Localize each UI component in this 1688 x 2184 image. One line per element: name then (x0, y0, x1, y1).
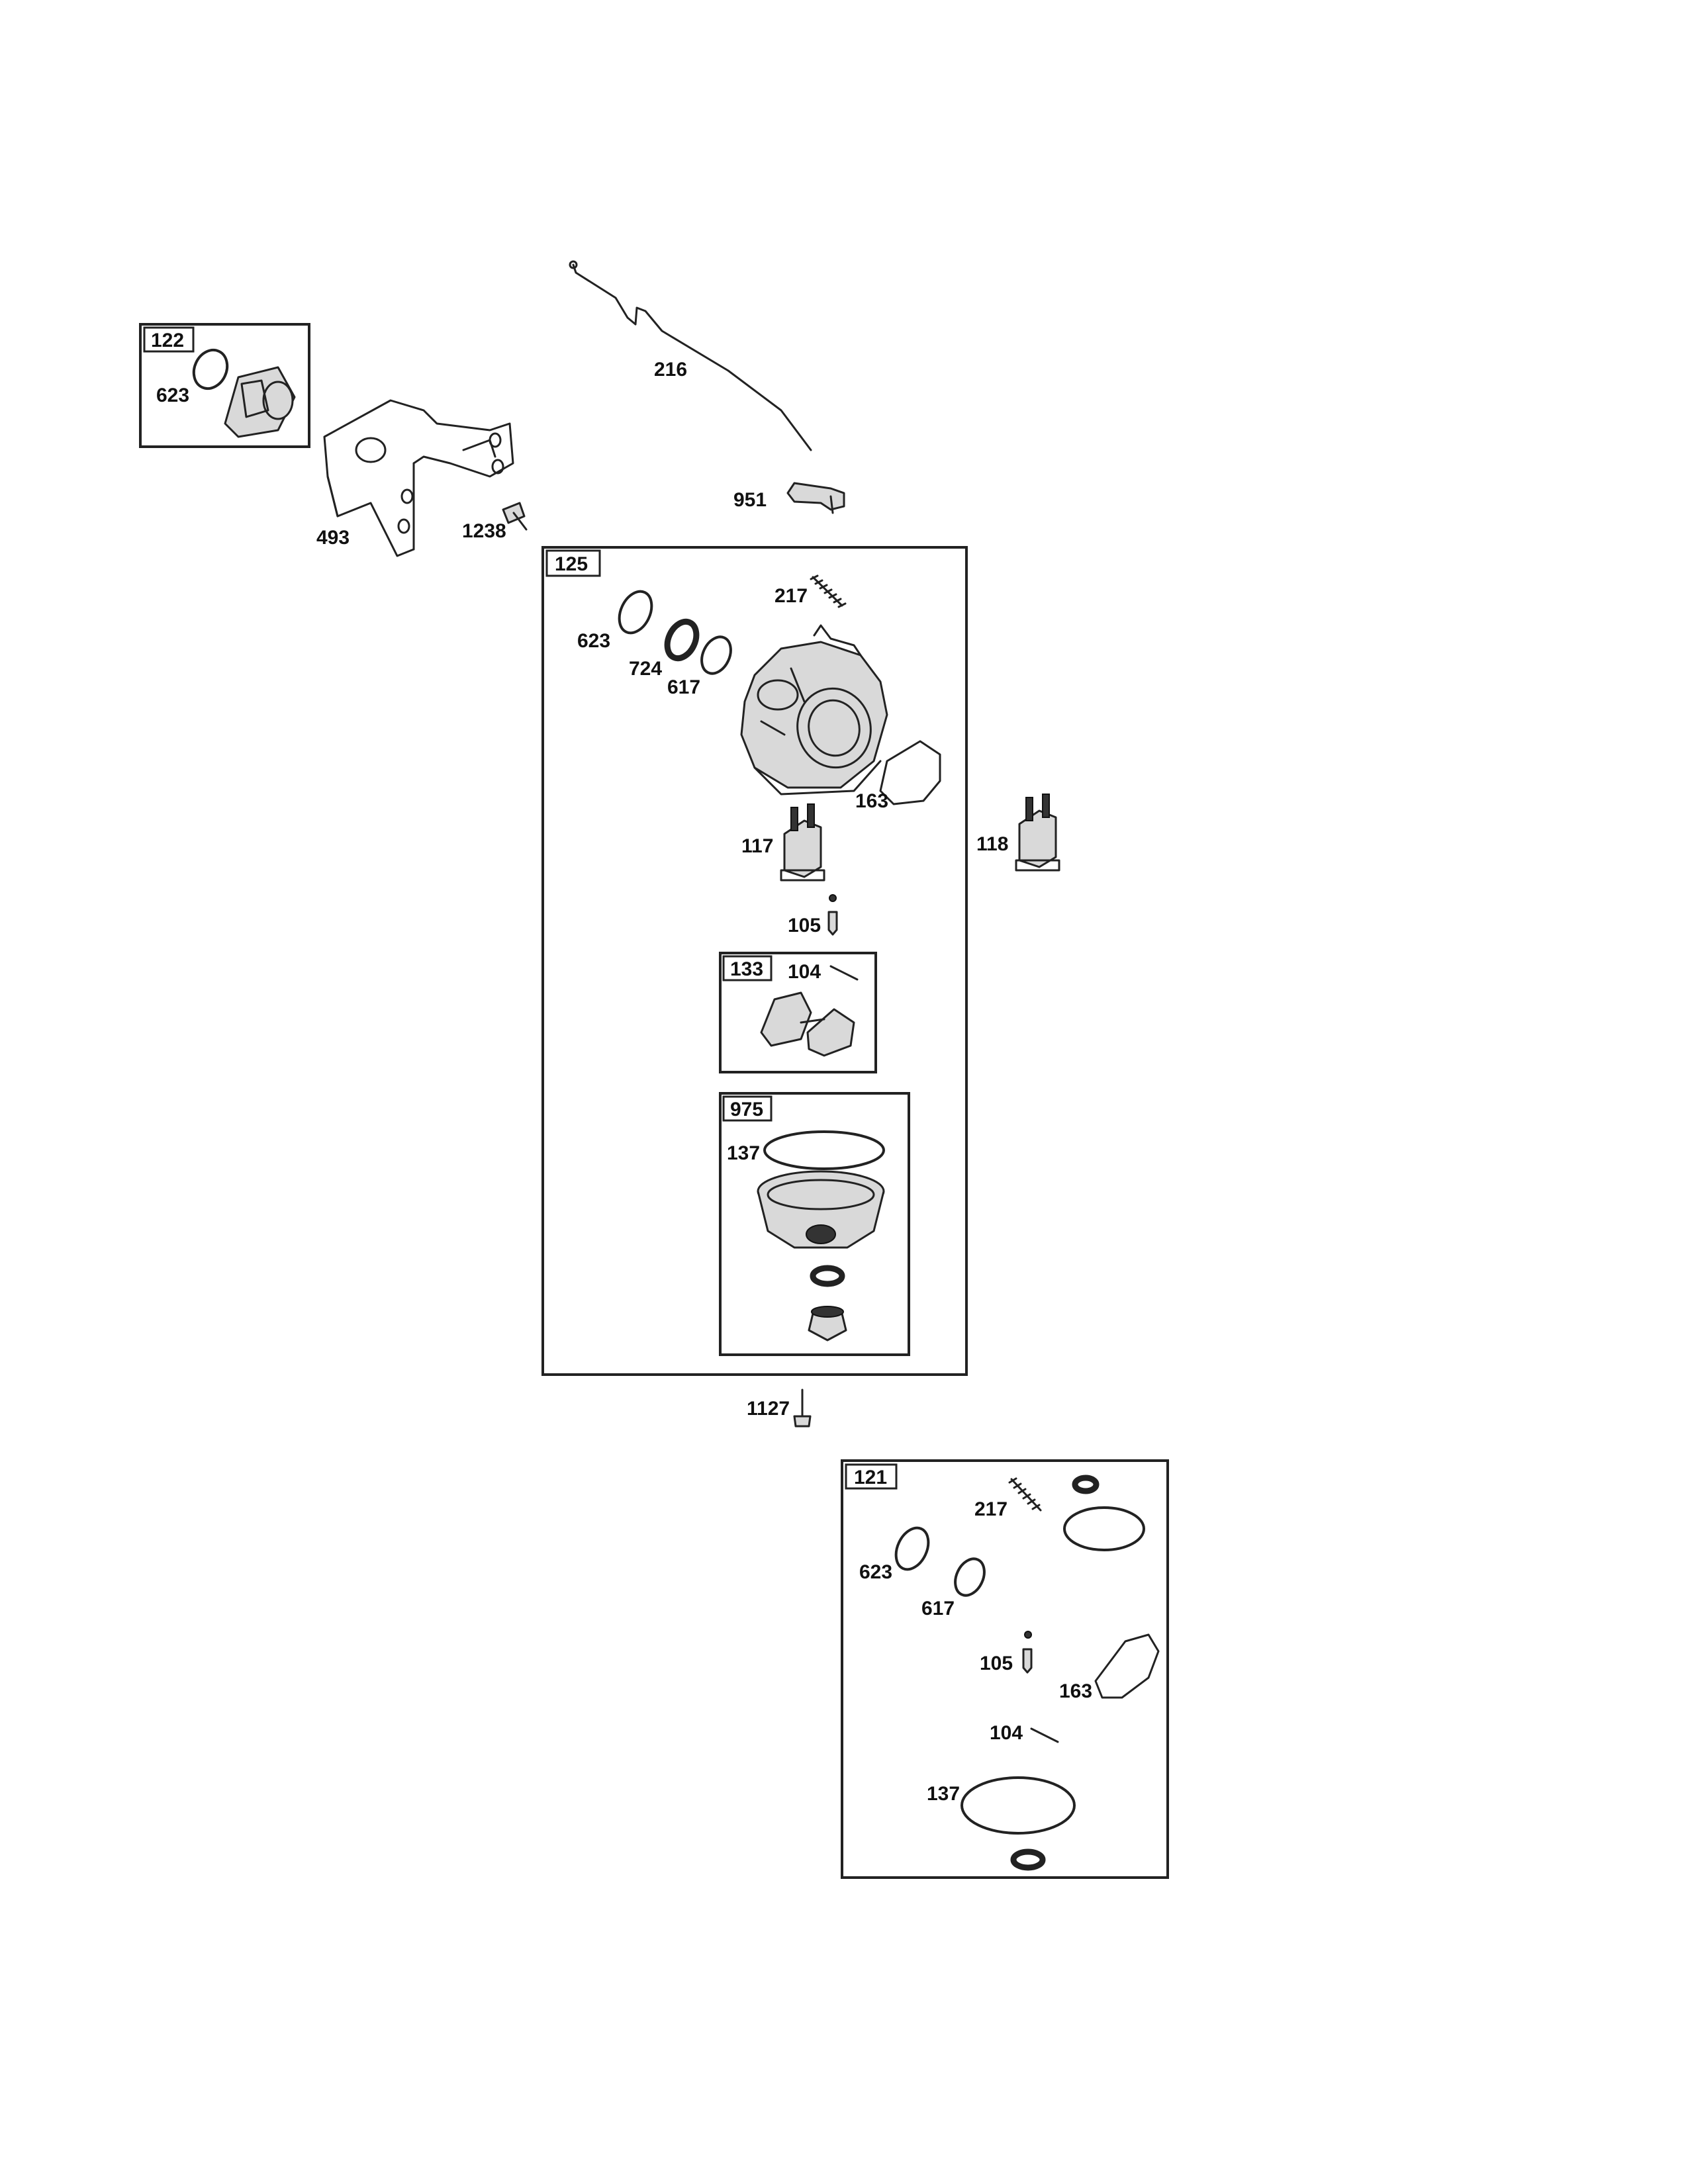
callout-118: 118 (976, 833, 1008, 855)
callout-623-top: 623 (156, 385, 189, 406)
box-label-133: 133 (730, 958, 763, 980)
screw-1238-part (502, 502, 528, 531)
box-label-121: 121 (854, 1467, 887, 1488)
float-part (760, 991, 855, 1057)
callout-117: 117 (741, 835, 773, 857)
ring-617-part (700, 635, 732, 675)
assembly-box-125: 125 217 623 724 617 163 (541, 546, 968, 1376)
ring-623-kit-part (894, 1526, 930, 1571)
pin-104-kit-part (1030, 1727, 1059, 1743)
bowl-nut-part (808, 1306, 847, 1342)
callout-137-kit: 137 (927, 1783, 960, 1805)
callout-137: 137 (727, 1142, 760, 1164)
callout-217: 217 (774, 585, 808, 607)
bowl-washer-kit-part (1010, 1848, 1046, 1871)
callout-623: 623 (577, 630, 610, 652)
ring-617-kit-part (954, 1557, 986, 1597)
gasket-163-kit-part (1094, 1633, 1160, 1699)
screw-1127-part (793, 1388, 812, 1428)
callout-617-kit: 617 (921, 1598, 955, 1619)
needle-105-part (827, 894, 838, 936)
governor-link-216-part (569, 260, 812, 451)
callout-104-kit: 104 (990, 1722, 1023, 1744)
box-label-122: 122 (151, 330, 184, 351)
callout-216: 216 (654, 359, 687, 381)
overhaul-kit-box-121: 121 217 623 617 105 163 104 137 (841, 1459, 1169, 1879)
gasket-ring-623-part (192, 348, 229, 390)
fuel-solenoid-118-part (1015, 794, 1060, 872)
callout-1127: 1127 (747, 1398, 790, 1420)
float-bowl-part (757, 1170, 885, 1249)
needle-105-kit-part (1022, 1631, 1033, 1674)
choke-housing-part (224, 366, 296, 438)
callout-104: 104 (788, 961, 821, 983)
bowl-gasket-137-part (763, 1130, 885, 1170)
box-label-975: 975 (730, 1099, 763, 1120)
callout-163-kit: 163 (1059, 1680, 1092, 1702)
bowl-washer-part (810, 1265, 845, 1287)
small-washer-kit-part (1072, 1475, 1100, 1494)
bowl-gasket-137-kit-part (961, 1776, 1076, 1835)
callout-724: 724 (629, 658, 662, 680)
callout-163: 163 (855, 790, 888, 812)
fuel-solenoid-117-part (780, 803, 825, 882)
box-label-125: 125 (555, 553, 588, 575)
spring-217-part (810, 574, 847, 608)
spring-217-kit-part (1008, 1477, 1042, 1512)
callout-1238: 1238 (462, 520, 506, 542)
callout-623-kit: 623 (859, 1561, 892, 1583)
callout-105: 105 (788, 915, 821, 936)
callout-617: 617 (667, 676, 700, 698)
kit-box-122: 122 623 (139, 323, 310, 448)
gasket-163-part (879, 740, 941, 805)
ring-724-part (664, 618, 700, 662)
float-kit-box-133: 133 104 (719, 952, 877, 1073)
callout-105-kit: 105 (980, 1653, 1013, 1674)
callout-493: 493 (316, 527, 350, 549)
ring-623-part (618, 590, 653, 635)
bowl-kit-box-975: 975 137 (719, 1092, 910, 1356)
mounting-bracket-493-part (323, 399, 514, 557)
large-gasket-kit-part (1063, 1506, 1145, 1551)
float-pin-104-part (829, 965, 859, 981)
carburetor-body-part (740, 624, 888, 796)
callout-217-kit: 217 (974, 1498, 1008, 1520)
lever-951-part (786, 482, 845, 514)
callout-951: 951 (733, 489, 767, 511)
